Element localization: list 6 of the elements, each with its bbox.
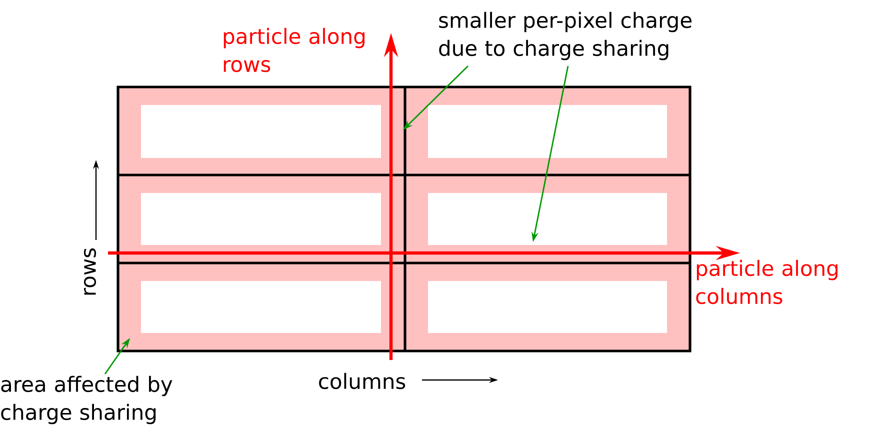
label-text: columns <box>319 372 406 390</box>
label-text: rows <box>84 248 96 295</box>
annotation-text: particle along columns <box>696 260 838 304</box>
annotation-text: smaller per-pixel charge due to charge sharing <box>439 12 692 60</box>
annotation-text: area affected by charge sharing <box>1 376 172 424</box>
annotation-text: particle along rows <box>224 28 364 72</box>
